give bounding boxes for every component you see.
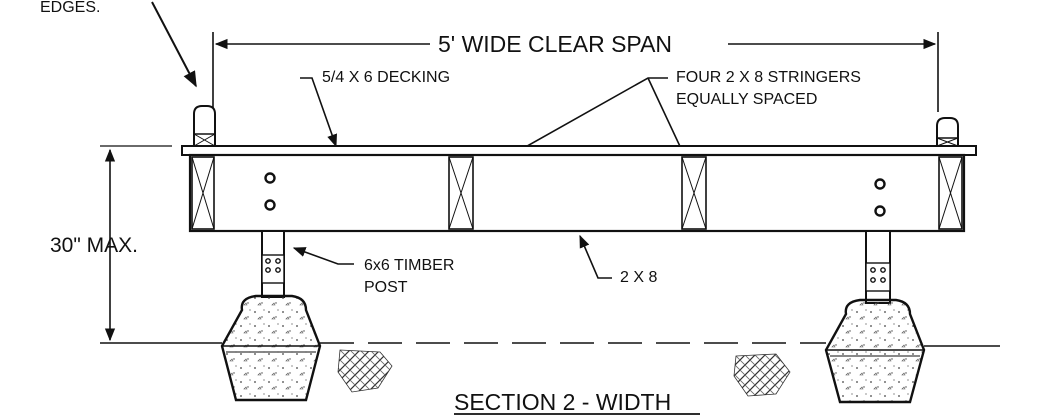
concrete-footing-right [824,298,926,404]
span-label: 5' WIDE CLEAR SPAN [438,31,672,57]
guard-post-left [193,105,216,147]
joist-leader [579,234,612,279]
stringers-label-line2: EQUALLY SPACED [676,91,817,108]
joist-bolts-right [874,178,886,217]
edges-leader-arrow [151,1,197,88]
ground-line [100,342,1000,347]
stringer-4 [938,156,963,230]
section-caption: SECTION 2 - WIDTH [454,389,671,415]
stringer-1 [191,156,215,230]
edges-label: EDGES. [40,0,100,16]
timber-post-left [261,230,285,298]
decking-leader [300,77,337,148]
joist-2x8 [188,153,966,233]
joist-bolts-left [264,172,276,211]
guard-post-right [936,117,959,147]
stringers-label-line1: FOUR 2 X 8 STRINGERS [676,69,861,86]
span-dimension [212,32,939,112]
concrete-footing-left [220,294,322,402]
post-leader [292,247,354,265]
height-dimension [100,145,172,342]
post-label-line1: 6x6 TIMBER [364,257,454,274]
max-height-label: 30" MAX. [50,234,138,257]
stringer-2 [448,156,474,230]
timber-post-right [865,230,891,304]
decking-board [181,145,977,156]
stringer-3 [681,156,707,230]
decking-label: 5/4 X 6 DECKING [322,69,450,86]
joist-label: 2 X 8 [620,269,657,286]
soil-hatch-left [337,349,393,393]
soil-hatch-right [733,353,791,397]
post-label-line2: POST [364,279,408,296]
